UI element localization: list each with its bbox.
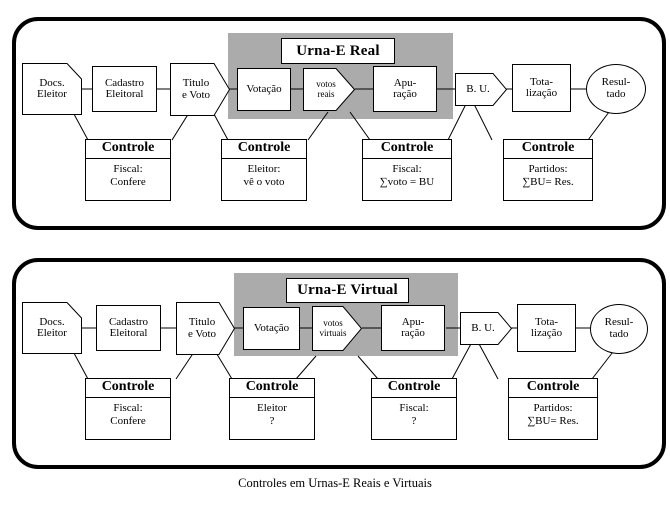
node-docs-eleitor-virtual: Docs. Eleitor (37, 315, 67, 339)
node-cadastro-eleitoral-virtual: Cadastro Eleitoral (96, 305, 161, 351)
controle-body: Partidos: ∑BU= Res. (522, 162, 574, 188)
node-titulo-voto-real-shape (170, 63, 230, 116)
controle-header: Controle (86, 379, 170, 398)
controle-body: Fiscal: ∑voto = BU (379, 162, 435, 188)
controle-header: Controle (222, 140, 306, 159)
controle-body: Eleitor: vê o voto (243, 162, 285, 188)
node-bu-virtual-shape (460, 312, 512, 345)
urna-virtual-title: Urna-E Virtual (286, 278, 409, 303)
node-votacao-real: Votação (237, 68, 291, 111)
controle-box-virtual-1: Controle Fiscal: Confere (85, 378, 171, 440)
controle-box-virtual-3: Controle Fiscal: ? (371, 378, 457, 440)
node-docs-eleitor-real-shape (22, 63, 82, 115)
node-totalizacao-virtual: Tota- lização (517, 304, 576, 352)
node-votacao-virtual: Votação (243, 307, 300, 350)
node-bu-virtual: B. U. (471, 321, 495, 334)
node-bu-real-shape (455, 73, 507, 106)
diagram-caption: Controles em Urnas-E Reais e Virtuais (238, 476, 432, 490)
node-votos-virtuais: votos virtuais (319, 318, 347, 338)
node-votos-reais-shape (303, 68, 355, 111)
controle-header: Controle (372, 379, 456, 398)
node-resultado-real: Resul- tado (586, 64, 646, 114)
node-totalizacao-real: Tota- lização (512, 64, 571, 112)
controle-box-virtual-4: Controle Partidos: ∑BU= Res. (508, 378, 598, 440)
controle-box-real-3: Controle Fiscal: ∑voto = BU (362, 139, 452, 201)
urna-real-title: Urna-E Real (281, 38, 395, 64)
controle-header: Controle (504, 140, 592, 159)
node-bu-real: B. U. (466, 82, 490, 95)
node-titulo-voto-real: Titulo e Voto (181, 77, 210, 101)
node-titulo-voto-virtual: Titulo e Voto (187, 316, 216, 340)
node-apuracao-real: Apu- ração (373, 66, 437, 112)
node-apuracao-virtual: Apu- ração (381, 305, 445, 351)
controle-body: Eleitor ? (257, 401, 287, 427)
controle-header: Controle (86, 140, 170, 159)
controle-body: Fiscal: Confere (110, 162, 146, 188)
controle-header: Controle (230, 379, 314, 398)
controle-box-real-1: Controle Fiscal: Confere (85, 139, 171, 201)
node-resultado-virtual: Resul- tado (590, 304, 648, 354)
controle-box-virtual-2: Controle Eleitor ? (229, 378, 315, 440)
controle-header: Controle (363, 140, 451, 159)
node-votos-reais: votos reais (316, 79, 336, 99)
node-docs-eleitor-real: Docs. Eleitor (37, 76, 67, 100)
node-titulo-voto-virtual-shape (176, 302, 235, 355)
node-cadastro-eleitoral-real: Cadastro Eleitoral (92, 66, 157, 112)
controle-header: Controle (509, 379, 597, 398)
node-docs-eleitor-virtual-shape (22, 302, 82, 354)
node-votos-virtuais-shape (312, 306, 362, 351)
controle-body: Partidos: ∑BU= Res. (527, 401, 579, 427)
controle-box-real-2: Controle Eleitor: vê o voto (221, 139, 307, 201)
controle-body: Fiscal: Confere (110, 401, 146, 427)
controle-body: Fiscal: ? (399, 401, 429, 427)
controle-box-real-4: Controle Partidos: ∑BU= Res. (503, 139, 593, 201)
